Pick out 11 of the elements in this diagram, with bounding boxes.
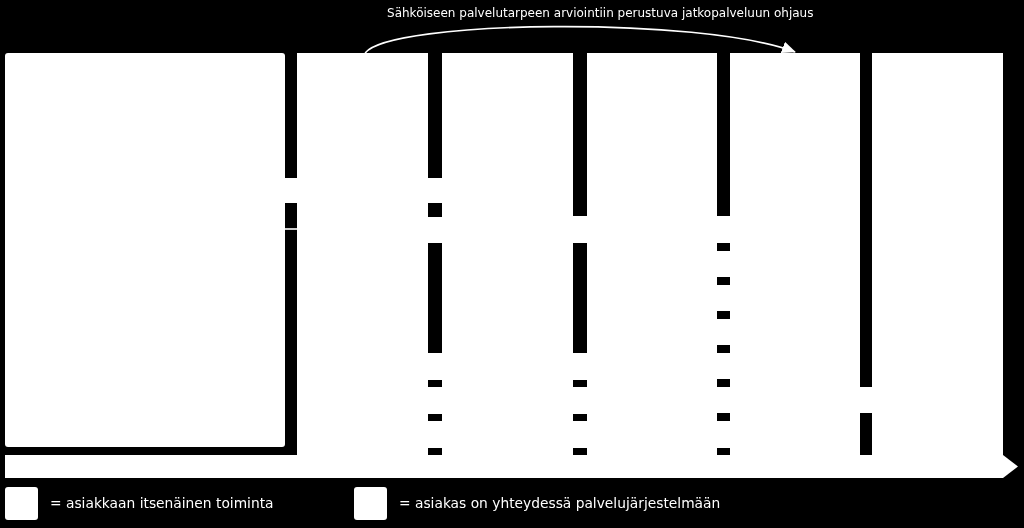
phase-column xyxy=(297,53,428,455)
curved-arrow xyxy=(364,25,796,55)
phase-column xyxy=(442,53,573,455)
legend-text: = asiakkaan itsenäinen toiminta xyxy=(50,495,274,512)
stage-box xyxy=(5,53,285,447)
phase-column xyxy=(872,53,1003,455)
edge-label: Sähköiseen palvelutarpeen arviointiin perustuva jatkopalveluun ohjaus xyxy=(385,6,816,20)
connector-line xyxy=(284,228,298,230)
phase-column xyxy=(587,53,717,455)
legend-text: = asiakas on yhteydessä palvelujärjestelmään xyxy=(399,495,721,512)
phase-column xyxy=(730,53,860,455)
